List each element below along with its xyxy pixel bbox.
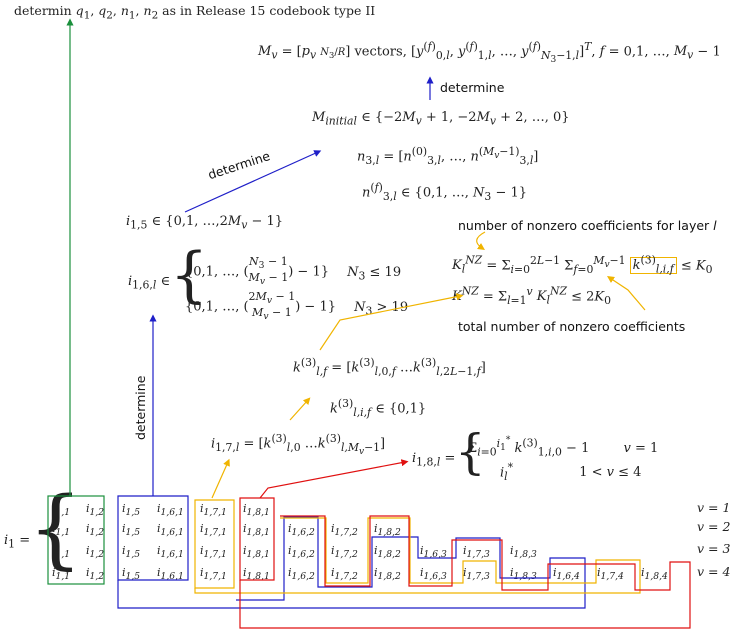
cell-r3-i182: i1,8,2 <box>374 544 401 561</box>
cell-r1-i11: i1,1 <box>52 502 71 519</box>
eq-n3lf: n(f)3,l ∈ {0,1, …, N3 − 1} <box>362 181 528 203</box>
eq-n3l: n3,l = [n(0)3,l, …, n(Mv−1)3,l] <box>357 145 539 167</box>
layer-label-4: v = 4 <box>697 564 731 579</box>
cell-r4-i11: i1,1 <box>52 566 71 583</box>
orange-arrow-klf <box>319 293 464 351</box>
cell-r4-i173: i1,7,3 <box>463 566 490 583</box>
cell-r1-i15: i1,5 <box>122 502 141 519</box>
label-nnz-layer: number of nonzero coefficients for layer… <box>458 218 717 233</box>
label-nnz-total: total number of nonzero coefficients <box>458 319 686 334</box>
cell-r2-i172: i1,7,2 <box>331 522 358 539</box>
eq-i18l-lhs: i1,8,l = <box>412 451 456 469</box>
eq-minitial: Minitial ∈ {−2Mv + 1, −2Mv + 2, …, 0} <box>312 110 570 128</box>
cell-r2-i181: i1,8,1 <box>243 522 270 539</box>
green-box <box>47 495 105 585</box>
cell-r3-i183: i1,8,3 <box>510 544 537 561</box>
cell-r2-i11: i1,1 <box>52 522 71 539</box>
eq-i16l-lhs: i1,6,l ∈ <box>128 274 171 292</box>
blue-layer-path <box>117 516 586 609</box>
cell-r3-i15: i1,5 <box>122 544 141 561</box>
cell-r4-i182: i1,8,2 <box>374 566 401 583</box>
i16l-brace: { <box>170 240 209 310</box>
eq-klf: k(3)l,f = [k(3)l,0,f …k(3)l,2L−1,f] <box>293 356 486 378</box>
cell-r1-i161: i1,6,1 <box>157 502 184 519</box>
i1-brace: { <box>28 479 83 579</box>
red-layer-path <box>239 515 691 629</box>
cell-r1-i181: i1,8,1 <box>243 502 270 519</box>
eq-i18l-case2: il* 1 < v ≤ 4 <box>500 461 642 483</box>
cell-r4-i174: i1,7,4 <box>597 566 624 583</box>
cell-r2-i161: i1,6,1 <box>157 522 184 539</box>
cell-r3-i11: i1,1 <box>52 544 71 561</box>
cell-r4-i183: i1,8,3 <box>510 566 537 583</box>
cell-r1-i12: i1,2 <box>86 502 105 519</box>
blue-box <box>117 495 189 581</box>
cell-r3-i172: i1,7,2 <box>331 544 358 561</box>
eq-i17l: i1,7,l = [k(3)l,0 …k(3)l,Mv−1] <box>211 432 386 458</box>
layer-label-2: v = 2 <box>697 519 731 534</box>
label-determine-top: determine <box>440 80 505 95</box>
header-text: determin q1, q2, n1, n2 as in Release 15… <box>14 3 376 22</box>
cell-r3-i173: i1,7,3 <box>463 544 490 561</box>
cell-r2-i171: i1,7,1 <box>200 522 227 539</box>
orange-arrow-nnz-layer <box>476 231 486 250</box>
cell-r4-i172: i1,7,2 <box>331 566 358 583</box>
cell-r3-i12: i1,2 <box>86 544 105 561</box>
cell-r3-i171: i1,7,1 <box>200 544 227 561</box>
layer-label-1: v = 1 <box>697 500 731 515</box>
eq-mv: Mv = [pv N3/R] vectors, [y(f)0,l, y(f)1,… <box>258 40 721 66</box>
cell-r2-i15: i1,5 <box>122 522 141 539</box>
cell-r3-i162: i1,6,2 <box>288 544 315 561</box>
cell-r4-i164: i1,6,4 <box>553 566 580 583</box>
orange-layer-path <box>194 517 641 594</box>
cell-r3-i163: i1,6,3 <box>420 544 447 561</box>
cell-r4-i15: i1,5 <box>122 566 141 583</box>
i1-label: i1 = <box>4 533 31 551</box>
blue-arrow-diag <box>184 150 322 213</box>
cell-r3-i181: i1,8,1 <box>243 544 270 561</box>
cell-r2-i12: i1,2 <box>86 522 105 539</box>
orange-arrow-klif <box>289 397 311 421</box>
orange-arrow-nnz-total <box>607 276 646 311</box>
layer-label-3: v = 3 <box>697 541 731 556</box>
orange-arrow-i17 <box>211 458 230 499</box>
eq-klif: k(3)l,i,f ∈ {0,1} <box>330 397 427 419</box>
cell-r4-i163: i1,6,3 <box>420 566 447 583</box>
cell-r2-i182: i1,8,2 <box>374 522 401 539</box>
cell-r4-i181: i1,8,1 <box>243 566 270 583</box>
red-arrow-i18 <box>259 459 409 499</box>
red-box <box>239 497 275 581</box>
eq-i15: i1,5 ∈ {0,1, …,2Mv − 1} <box>126 214 284 232</box>
cell-r4-i161: i1,6,1 <box>157 566 184 583</box>
cell-r1-i171: i1,7,1 <box>200 502 227 519</box>
cell-r4-i12: i1,2 <box>86 566 105 583</box>
cell-r3-i161: i1,6,1 <box>157 544 184 561</box>
i18l-brace: { <box>455 424 486 480</box>
orange-box <box>194 499 235 589</box>
cell-r4-i171: i1,7,1 <box>200 566 227 583</box>
cell-r4-i162: i1,6,2 <box>288 566 315 583</box>
cell-r4-i184: i1,8,4 <box>641 566 668 583</box>
eq-klnz: KlNZ = Σi=02L−1 Σf=0Mv−1 k(3)l,i,f ≤ K0 <box>452 254 713 276</box>
eq-i18l-case1: Σi=0i1* k(3)1,i,0 − 1 v = 1 <box>468 435 659 459</box>
cell-r2-i162: i1,6,2 <box>288 522 315 539</box>
